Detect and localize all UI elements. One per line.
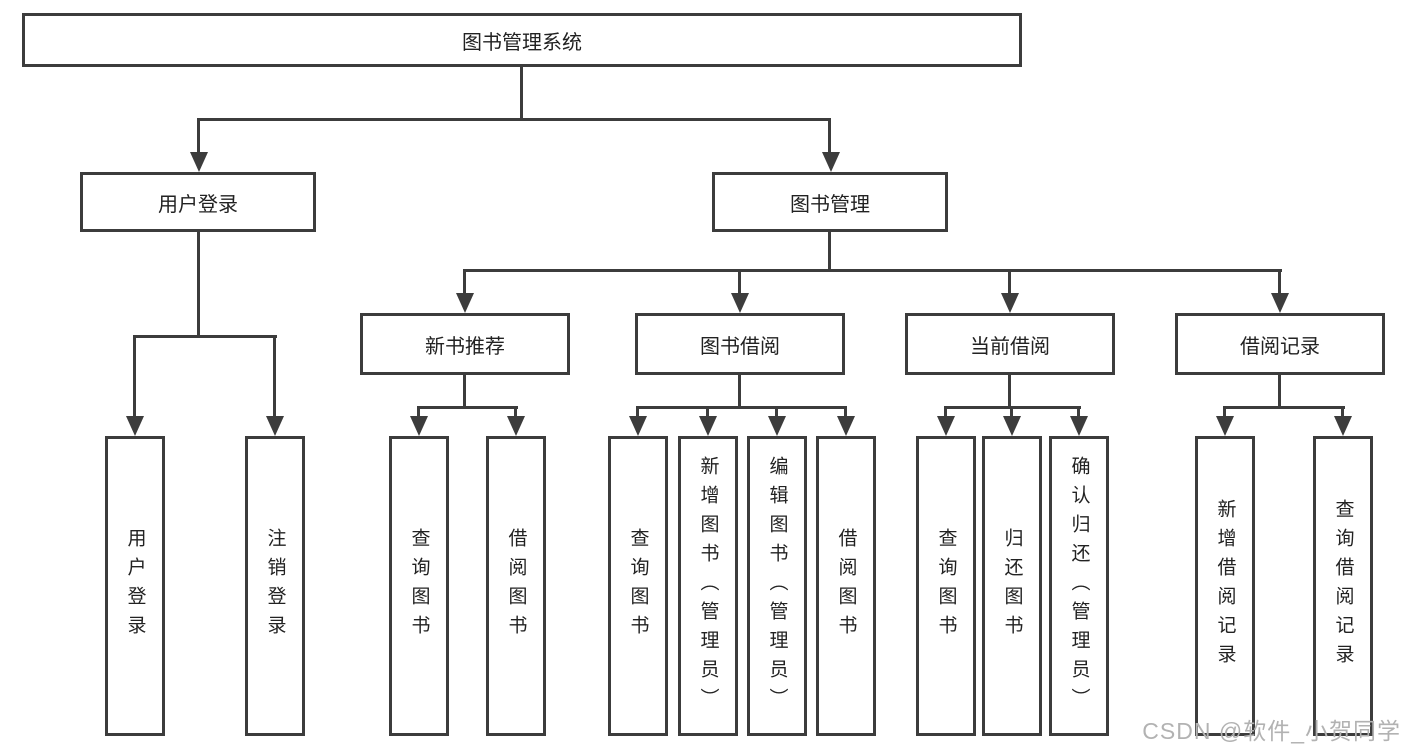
connector-line — [636, 406, 847, 409]
connector-line — [636, 406, 639, 420]
node-label: 用户登录 — [124, 528, 146, 644]
node-label: 查询图书 — [627, 528, 649, 644]
arrow-down-icon — [629, 416, 647, 436]
arrow-down-icon — [768, 416, 786, 436]
node-book-borrowing: 图书借阅 — [635, 313, 845, 375]
node-label: 图书管理系统 — [462, 31, 582, 54]
connector-line — [520, 67, 523, 120]
connector-line — [463, 269, 1282, 272]
node-label: 查询图书 — [935, 528, 957, 644]
leaf-add-borrow-record: 新增借阅记录 — [1195, 436, 1255, 736]
arrow-down-icon — [410, 416, 428, 436]
arrow-down-icon — [507, 416, 525, 436]
node-label: 新增借阅记录 — [1214, 499, 1236, 673]
node-label: 借阅图书 — [505, 528, 527, 644]
node-label: 借阅图书 — [835, 528, 857, 644]
arrow-down-icon — [126, 416, 144, 436]
arrow-down-icon — [837, 416, 855, 436]
leaf-query-books-borrowing: 查询图书 — [608, 436, 668, 736]
connector-line — [417, 406, 518, 409]
connector-line — [1341, 406, 1344, 420]
connector-line — [706, 406, 709, 420]
leaf-return-books: 归还图书 — [982, 436, 1042, 736]
node-current-borrowing: 当前借阅 — [905, 313, 1115, 375]
leaf-query-borrow-record: 查询借阅记录 — [1313, 436, 1373, 736]
node-book-management: 图书管理 — [712, 172, 948, 232]
connector-line — [738, 375, 741, 409]
connector-line — [844, 406, 847, 420]
node-root-system: 图书管理系统 — [22, 13, 1022, 67]
node-label: 查询图书 — [408, 528, 430, 644]
node-label: 确认归还（管理员） — [1068, 455, 1090, 717]
connector-line — [1278, 375, 1281, 409]
node-label: 注销登录 — [264, 528, 286, 644]
arrow-down-icon — [456, 293, 474, 313]
connector-line — [1008, 375, 1011, 409]
node-label: 查询借阅记录 — [1332, 499, 1354, 673]
csdn-watermark: CSDN @软件_小贺同学 — [1142, 718, 1401, 744]
connector-line — [828, 232, 831, 272]
arrow-down-icon — [699, 416, 717, 436]
connector-line — [775, 406, 778, 420]
leaf-logout: 注销登录 — [245, 436, 305, 736]
leaf-confirm-return-admin: 确认归还（管理员） — [1049, 436, 1109, 736]
arrow-down-icon — [731, 293, 749, 313]
leaf-borrow-books: 借阅图书 — [816, 436, 876, 736]
connector-line — [133, 335, 277, 338]
arrow-down-icon — [1334, 416, 1352, 436]
connector-line — [1223, 406, 1226, 420]
connector-line — [1010, 406, 1013, 420]
arrow-down-icon — [1271, 293, 1289, 313]
leaf-query-books-current: 查询图书 — [916, 436, 976, 736]
connector-line — [1278, 269, 1281, 297]
leaf-add-books-admin: 新增图书（管理员） — [678, 436, 738, 736]
connector-line — [197, 118, 831, 121]
arrow-down-icon — [822, 152, 840, 172]
leaf-edit-books-admin: 编辑图书（管理员） — [747, 436, 807, 736]
connector-line — [197, 118, 200, 156]
connector-line — [514, 406, 517, 420]
arrow-down-icon — [1003, 416, 1021, 436]
arrow-down-icon — [937, 416, 955, 436]
arrow-down-icon — [1070, 416, 1088, 436]
connector-line — [197, 232, 200, 338]
connector-line — [463, 375, 466, 409]
arrow-down-icon — [266, 416, 284, 436]
node-new-book-recommend: 新书推荐 — [360, 313, 570, 375]
leaf-query-books-recommend: 查询图书 — [389, 436, 449, 736]
node-label: 新增图书（管理员） — [697, 455, 719, 717]
connector-line — [463, 269, 466, 297]
arrow-down-icon — [1216, 416, 1234, 436]
node-label: 当前借阅 — [970, 335, 1050, 358]
connector-line — [1008, 269, 1011, 297]
connector-line — [1223, 406, 1345, 409]
node-label: 图书管理 — [790, 193, 870, 216]
arrow-down-icon — [190, 152, 208, 172]
node-label: 编辑图书（管理员） — [766, 455, 788, 717]
connector-line — [417, 406, 420, 420]
node-label: 借阅记录 — [1240, 335, 1320, 358]
node-label: 用户登录 — [158, 193, 238, 216]
node-label: 新书推荐 — [425, 335, 505, 358]
connector-line — [133, 335, 136, 420]
leaf-borrow-books-recommend: 借阅图书 — [486, 436, 546, 736]
connector-line — [944, 406, 947, 420]
node-user-login: 用户登录 — [80, 172, 316, 232]
connector-line — [828, 118, 831, 156]
node-borrowing-records: 借阅记录 — [1175, 313, 1385, 375]
connector-line — [738, 269, 741, 297]
leaf-user-login: 用户登录 — [105, 436, 165, 736]
node-label: 图书借阅 — [700, 335, 780, 358]
arrow-down-icon — [1001, 293, 1019, 313]
node-label: 归还图书 — [1001, 528, 1023, 644]
connector-line — [273, 335, 276, 420]
connector-line — [1077, 406, 1080, 420]
